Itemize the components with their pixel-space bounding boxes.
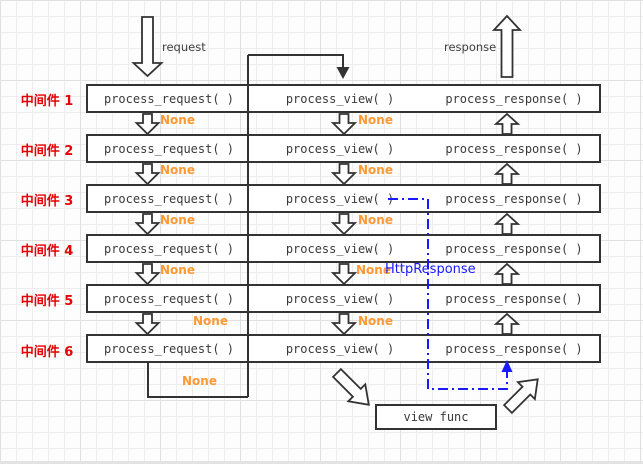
none-label: None — [358, 213, 393, 227]
up-arrow-icon — [493, 212, 521, 235]
process-response-label: process_response( ) — [445, 191, 583, 206]
middleware-name-5: 中间件 5 — [20, 294, 74, 309]
middleware-name-1: 中间件 1 — [20, 94, 74, 109]
process-request-label: process_request( ) — [103, 141, 235, 156]
none-label: None — [193, 314, 228, 328]
process-view-label: process_view( ) — [285, 241, 395, 256]
middleware-row-6: process_request( ) process_view( ) proce… — [86, 334, 601, 363]
middleware-row-3: process_request( ) process_view( ) proce… — [86, 184, 601, 213]
none-label: None — [358, 113, 393, 127]
process-view-label: process_view( ) — [285, 291, 395, 306]
request-to-view-arrowhead-icon — [336, 67, 350, 79]
none-label: None — [182, 374, 217, 388]
none-label: None — [160, 213, 195, 227]
none-label: None — [356, 263, 391, 277]
canvas-bottom-edge — [0, 461, 643, 464]
http-response-label: HttpResponse — [385, 262, 476, 277]
response-label: response — [444, 40, 497, 54]
response-arrow-icon — [491, 14, 523, 78]
process-response-label: process_response( ) — [445, 341, 583, 356]
process-response-label: process_response( ) — [445, 141, 583, 156]
down-arrow-icon — [330, 163, 358, 186]
middleware-name-2: 中间件 2 — [20, 144, 74, 159]
view-func-box: view func — [375, 404, 497, 430]
up-arrow-icon — [493, 162, 521, 185]
down-arrow-icon — [330, 213, 358, 236]
process-response-label: process_response( ) — [445, 241, 583, 256]
to-view-func-arrow-icon — [331, 367, 370, 406]
down-arrow-icon — [330, 113, 358, 136]
request-return-connector — [147, 363, 248, 398]
process-view-label: process_view( ) — [285, 141, 395, 156]
down-arrow-icon — [134, 313, 161, 336]
http-response-shortcut-line — [388, 198, 508, 390]
none-label: None — [160, 263, 195, 277]
none-label: None — [160, 163, 195, 177]
middleware-row-5: process_request( ) process_view( ) proce… — [86, 284, 601, 313]
request-label: request — [162, 40, 206, 54]
up-arrow-icon — [493, 262, 521, 285]
down-arrow-icon — [134, 113, 161, 136]
process-view-label: process_view( ) — [285, 191, 395, 206]
process-request-label: process_request( ) — [103, 341, 235, 356]
view-func-label: view func — [403, 410, 469, 424]
process-view-label: process_view( ) — [285, 91, 395, 106]
middleware-row-1: process_request( ) process_view( ) proce… — [86, 84, 601, 113]
down-arrow-icon — [134, 263, 161, 286]
down-arrow-icon — [134, 163, 161, 186]
middleware-row-2: process_request( ) process_view( ) proce… — [86, 134, 601, 163]
process-request-label: process_request( ) — [103, 191, 235, 206]
up-arrow-icon — [493, 312, 521, 335]
middleware-name-3: 中间件 3 — [20, 194, 74, 209]
request-to-view-connector — [248, 54, 344, 68]
middleware-name-6: 中间件 6 — [20, 345, 74, 360]
down-arrow-icon — [330, 313, 358, 336]
process-view-label: process_view( ) — [285, 341, 395, 356]
from-view-func-arrow-icon — [502, 378, 539, 415]
none-label: None — [160, 113, 195, 127]
middleware-row-4: process_request( ) process_view( ) proce… — [86, 234, 601, 263]
http-response-arrowhead-icon — [501, 360, 513, 372]
down-arrow-icon — [330, 263, 358, 286]
request-arrow-icon — [131, 16, 164, 78]
middleware-name-4: 中间件 4 — [20, 244, 74, 259]
process-request-label: process_request( ) — [103, 91, 235, 106]
process-request-label: process_request( ) — [103, 291, 235, 306]
none-label: None — [358, 163, 393, 177]
none-label: None — [358, 314, 393, 328]
up-arrow-icon — [493, 112, 521, 135]
down-arrow-icon — [134, 213, 161, 236]
process-response-label: process_response( ) — [445, 291, 583, 306]
process-request-label: process_request( ) — [103, 241, 235, 256]
process-response-label: process_response( ) — [445, 91, 583, 106]
